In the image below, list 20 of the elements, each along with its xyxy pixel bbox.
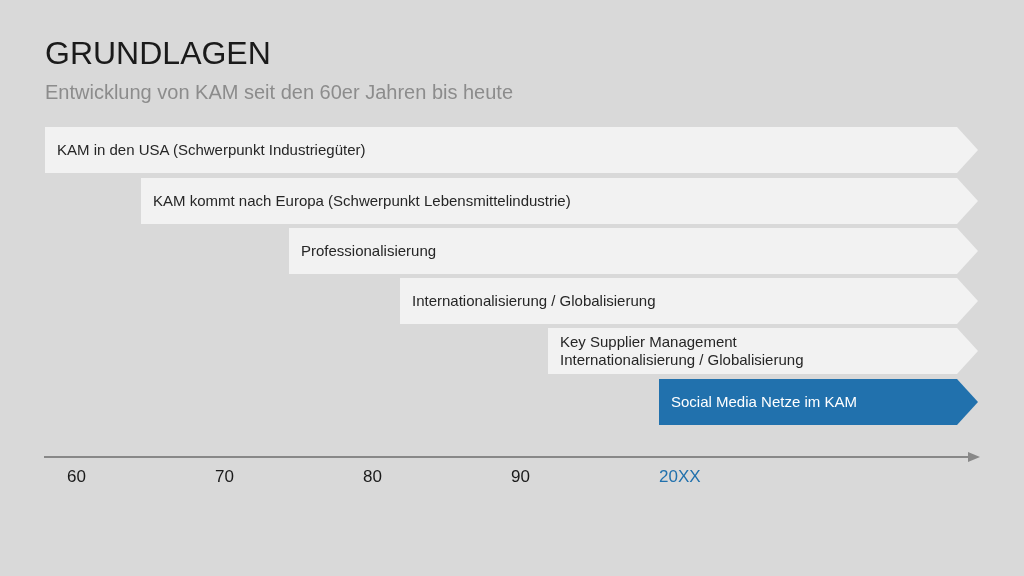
bar-text: Internationalisierung / Globalisierung [412,292,656,310]
bar-text: Key Supplier Management [560,333,737,351]
chevron-bar [400,278,978,324]
axis-tick-label: 90 [511,467,530,487]
bar-text: Professionalisierung [301,242,437,260]
axis-tick-label: 60 [67,467,86,487]
chevron-bar [548,328,978,374]
chevron-bar [45,127,978,173]
bar-text: KAM in den USA (Schwerpunkt Industriegüter) [57,141,366,159]
slide-subtitle: Entwicklung von KAM seit den 60er Jahren bis heute [45,81,514,104]
chevron-bar [289,228,978,274]
chevron-bar [659,379,978,425]
axis-tick-label: 80 [363,467,382,487]
axis-tick-label: 70 [215,467,234,487]
chevron-bar [141,178,978,224]
bar-text: KAM kommt nach Europa (Schwerpunkt Lebensmittelindustrie) [153,192,571,210]
axis-tick-label: 20XX [659,467,701,487]
bar-text: Internationalisierung / Globalisierung [560,351,804,369]
slide-title: GRUNDLAGEN [45,35,271,72]
bar-text: Social Media Netze im KAM [671,393,857,411]
